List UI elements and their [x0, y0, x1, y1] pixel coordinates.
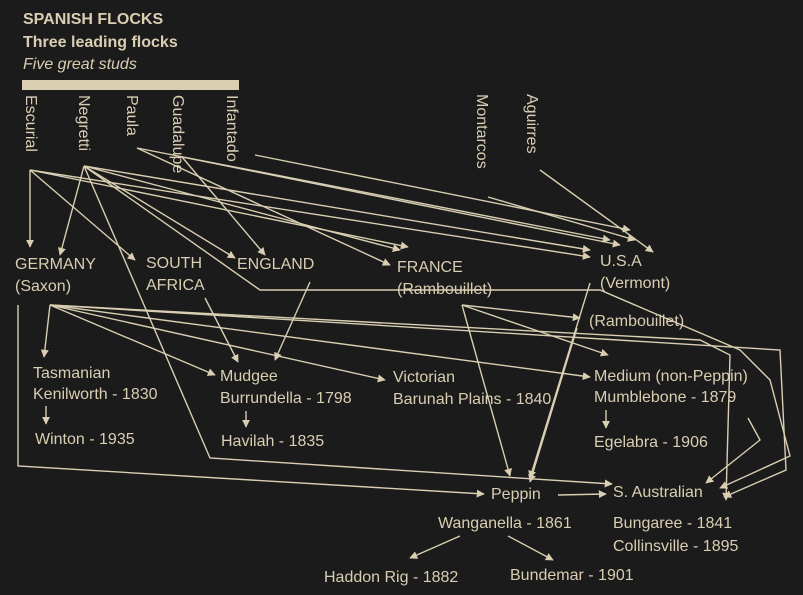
diagram-subtitle: Three leading flocks	[23, 34, 178, 51]
node-s-australian: S. Australian	[613, 484, 703, 501]
node-usa-rambouillet: (Rambouillet)	[589, 313, 685, 330]
node-havilah: Havilah - 1835	[221, 433, 325, 450]
connector-arrow-6	[83, 165, 236, 259]
node-egelabra: Egelabra - 1906	[594, 434, 708, 451]
node-burrundella: Burrundella - 1798	[220, 390, 352, 407]
connector-arrow-32	[409, 535, 461, 559]
node-peppin: Peppin	[491, 486, 541, 503]
node-haddon-rig: Haddon Rig - 1882	[324, 569, 459, 586]
diagram-title: SPANISH FLOCKS	[23, 11, 164, 28]
connector-arrow-23	[461, 304, 609, 357]
connector-arrow-34	[17, 305, 485, 498]
connector-arrow-35	[83, 165, 613, 488]
source-infantado: Infantado	[223, 95, 240, 162]
connector-arrow-19	[49, 304, 591, 381]
node-germany-sub: (Saxon)	[15, 278, 72, 295]
source-escurial: Escurial	[22, 95, 39, 152]
connector-arrow-18	[49, 304, 386, 383]
source-montarcos: Montarcos	[473, 94, 490, 169]
node-england: ENGLAND	[237, 256, 315, 273]
node-winton: Winton - 1935	[35, 431, 135, 448]
connector-arrow-36	[49, 304, 731, 501]
connector-arrow-5	[58, 165, 85, 256]
connector-arrow-25	[528, 282, 591, 479]
connector-arrow-26	[528, 327, 578, 483]
connector-arrow-22	[461, 304, 581, 322]
connector-arrow-37	[49, 304, 787, 498]
node-mudgee: Mudgee	[220, 368, 278, 385]
source-aguirres: Aguirres	[523, 94, 540, 154]
connector-arrow-14	[487, 196, 636, 242]
connector-arrow-9	[136, 147, 391, 266]
connector-arrow-11	[181, 156, 266, 256]
connector-arrow-3	[29, 169, 409, 250]
node-south-africa: SOUTH	[146, 255, 202, 272]
connector-arrow-33	[507, 535, 554, 561]
connector-arrow-8	[83, 165, 591, 253]
connector-arrow-16	[40, 304, 51, 358]
source-negretti: Negretti	[75, 95, 92, 152]
connector-arrow-21	[274, 281, 311, 361]
source-guadalupe: Guadalupe	[169, 95, 186, 174]
node-victorian: Victorian	[393, 369, 455, 386]
connector-arrow-17	[49, 304, 216, 376]
connector-arrow-30	[705, 417, 761, 484]
node-kenilworth: Kenilworth - 1830	[33, 386, 158, 403]
node-usa-sub: (Vermont)	[600, 275, 671, 292]
connector-arrow-7	[83, 165, 401, 253]
connector-arrow-31	[557, 490, 607, 499]
connector-arrow-38	[83, 165, 791, 489]
node-bundemar: Bundemar - 1901	[510, 567, 634, 584]
node-medium: Medium (non-Peppin)	[594, 368, 748, 385]
node-collinsville: Collinsville - 1895	[613, 538, 739, 555]
node-south-africa-2: AFRICA	[146, 277, 205, 294]
node-barunah: Barunah Plains - 1840	[393, 391, 552, 408]
node-mumblebone: Mumblebone - 1879	[594, 389, 737, 406]
studs-bar	[22, 80, 239, 90]
connector-arrow-24	[461, 304, 512, 477]
connector-arrow-13	[254, 154, 631, 233]
node-france: FRANCE	[397, 259, 463, 276]
node-france-sub: (Rambouillet)	[397, 281, 493, 298]
connector-arrow-15	[539, 169, 654, 253]
diagram-note: Five great studs	[23, 56, 137, 73]
node-usa: U.S.A	[600, 253, 642, 270]
connector-arrow-4	[29, 169, 591, 260]
node-wanganella: Wanganella - 1861	[438, 515, 572, 532]
node-bungaree: Bungaree - 1841	[613, 515, 733, 532]
source-paula: Paula	[123, 95, 140, 136]
node-tasmanian: Tasmanian	[33, 365, 111, 382]
connector-arrow-12	[181, 156, 621, 248]
node-germany: GERMANY	[15, 256, 96, 273]
connector-arrow-20	[204, 297, 239, 363]
